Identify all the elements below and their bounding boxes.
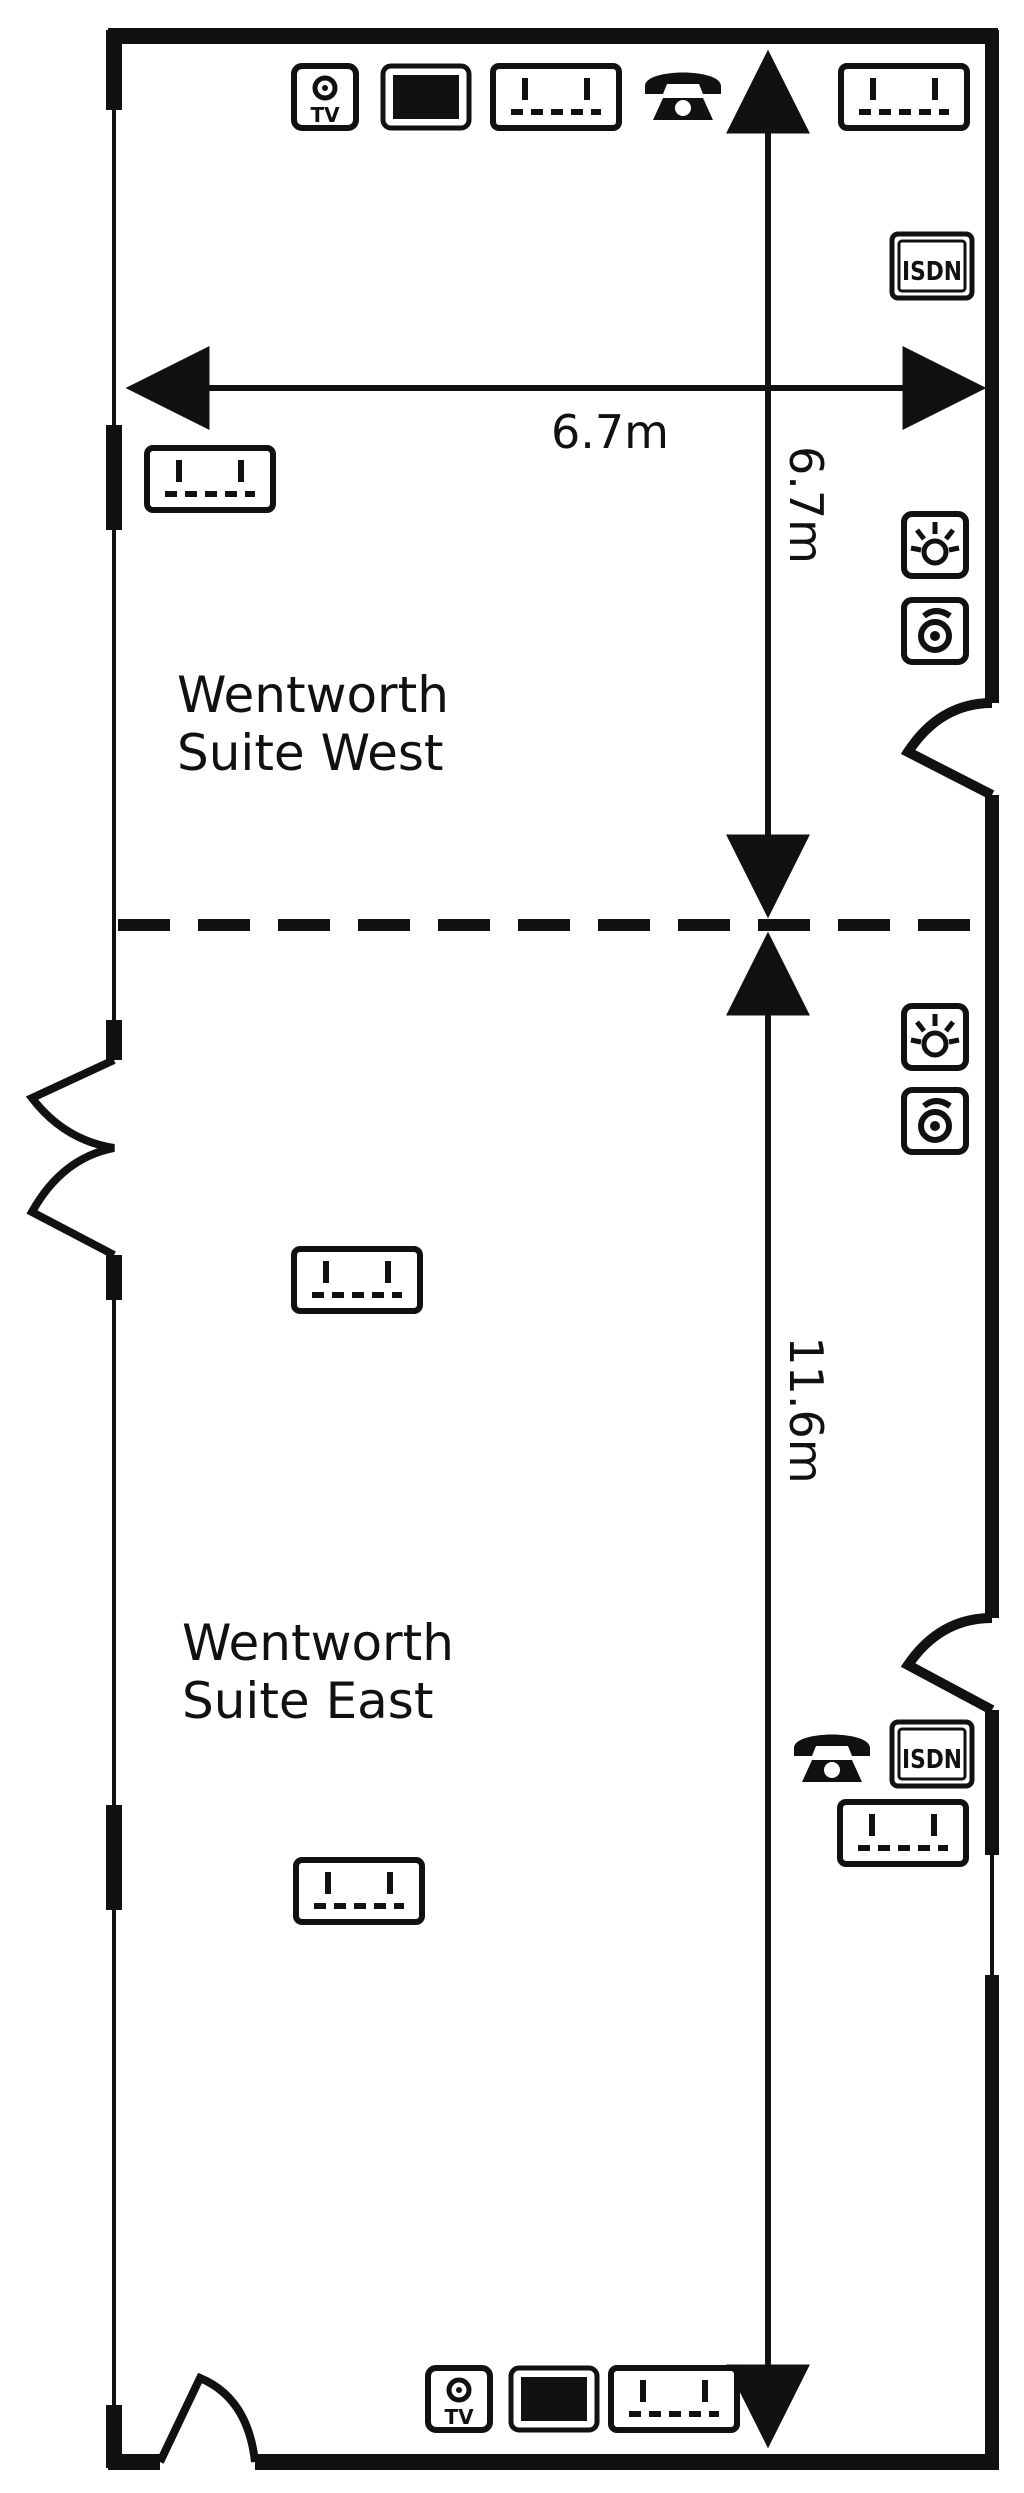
isdn-label: ISDN [902,257,962,287]
door-bottom [156,2372,259,2464]
tv-point-icon: TV [425,2365,493,2433]
room-east-line1: Wentworth [182,1614,454,1672]
light-switch-icon [904,1006,966,1068]
socket-icon [147,448,273,510]
tv-label: TV [310,103,340,127]
dimension-arrows [125,49,987,2449]
screen-icon [383,66,469,128]
light-switch-icon [904,514,966,576]
audio-point-icon [904,1090,966,1152]
socket-icon [611,2368,737,2430]
room-name-east: Wentworth Suite East [182,1614,454,1730]
phone-icon [794,1734,870,1782]
tv-point-icon: TV [291,63,359,131]
isdn-icon: ISDN [889,231,975,301]
audio-point-icon [904,600,966,662]
phone-icon [645,72,721,120]
isdn-icon: ISDN [889,1719,975,1789]
socket-icon [296,1860,422,1922]
walls [106,28,999,2470]
socket-icon [841,66,967,128]
west-depth-label: 6.7m [779,446,833,564]
screen-icon [511,2368,597,2430]
west-width-label: 6.7m [551,405,669,459]
socket-icon [493,66,619,128]
socket-icon [840,1802,966,1864]
room-name-west: Wentworth Suite West [177,666,449,782]
door-right-lower [900,1613,995,1715]
room-west-line2: Suite West [177,724,444,782]
east-depth-label: 11.6m [779,1336,833,1483]
socket-icon [294,1249,420,1311]
room-east-line2: Suite East [182,1672,433,1730]
isdn-label: ISDN [902,1745,962,1775]
room-west-line1: Wentworth [177,666,449,724]
door-right-upper [900,698,995,800]
tv-label: TV [444,2405,474,2429]
door-left-double [25,1056,116,1259]
doors [25,698,995,2464]
